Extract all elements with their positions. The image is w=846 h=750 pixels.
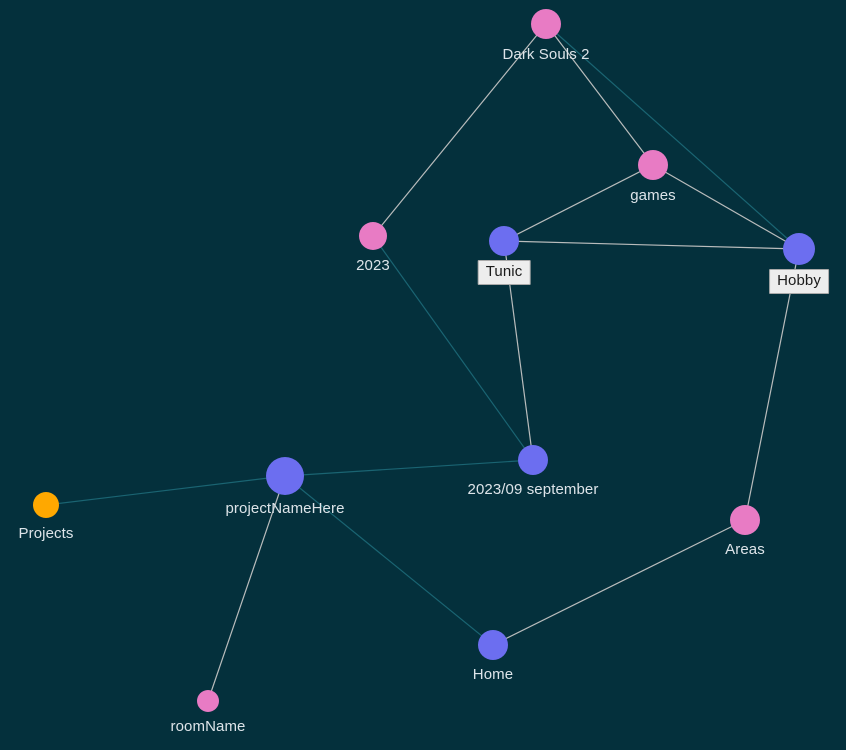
graph-node-label-projects[interactable]: Projects bbox=[18, 525, 74, 542]
graph-node-label-2023[interactable]: 2023 bbox=[356, 257, 390, 274]
graph-node-2023[interactable] bbox=[359, 222, 387, 250]
graph-node-label-project-name-here[interactable]: projectNameHere bbox=[225, 500, 345, 517]
graph-node-games[interactable] bbox=[638, 150, 668, 180]
graph-node-dark-souls-2[interactable] bbox=[531, 9, 561, 39]
graph-node-home[interactable] bbox=[478, 630, 508, 660]
graph-node-projects[interactable] bbox=[33, 492, 59, 518]
graph-node-label-areas[interactable]: Areas bbox=[725, 541, 765, 558]
graph-node-label-tunic[interactable]: Tunic bbox=[477, 260, 531, 285]
graph-node-project-name-here[interactable] bbox=[266, 457, 304, 495]
graph-node-label-games[interactable]: games bbox=[630, 187, 676, 204]
graph-node-tunic[interactable] bbox=[489, 226, 519, 256]
graph-node-2023-09-september[interactable] bbox=[518, 445, 548, 475]
graph-node-label-hobby[interactable]: Hobby bbox=[769, 269, 829, 294]
graph-node-label-2023-09-september[interactable]: 2023/09 september bbox=[467, 481, 599, 498]
graph-node-room-name[interactable] bbox=[197, 690, 219, 712]
graph-node-hobby[interactable] bbox=[783, 233, 815, 265]
graph-node-label-dark-souls-2[interactable]: Dark Souls 2 bbox=[502, 46, 590, 63]
graph-node-label-room-name[interactable]: roomName bbox=[170, 718, 246, 735]
graph-node-label-home[interactable]: Home bbox=[472, 666, 514, 683]
graph-node-areas[interactable] bbox=[730, 505, 760, 535]
